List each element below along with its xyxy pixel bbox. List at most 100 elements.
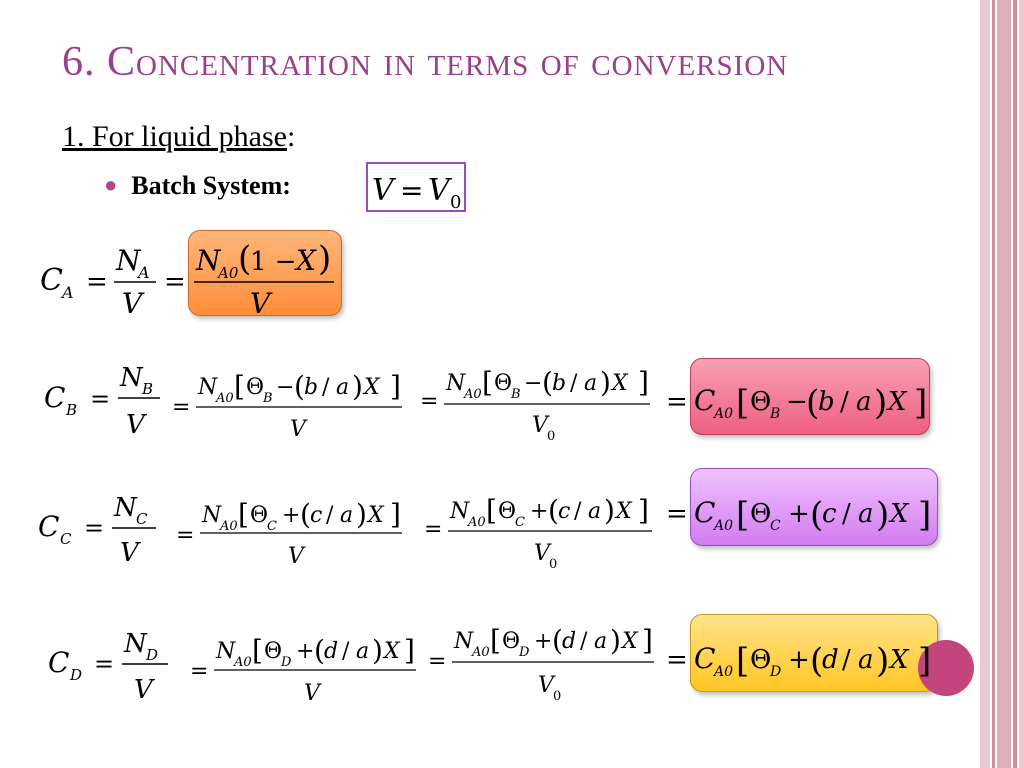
svg-text:Θ: Θ (750, 387, 771, 417)
svg-text:N: N (453, 629, 474, 654)
svg-text:V: V (372, 173, 397, 208)
svg-text:X: X (888, 645, 910, 675)
svg-text:C: C (770, 518, 781, 534)
svg-text:c: c (558, 499, 570, 524)
subheading-colon: : (287, 120, 296, 153)
svg-text:X: X (294, 244, 317, 277)
highlight-cd-result (690, 614, 938, 692)
svg-text:+: + (788, 499, 810, 529)
svg-text:): ) (600, 366, 611, 399)
svg-text:V: V (304, 681, 322, 706)
volume-condition: V = V 0 (372, 173, 461, 213)
svg-text:a: a (588, 499, 601, 524)
svg-text:B: B (141, 380, 153, 398)
svg-text:X: X (366, 503, 385, 528)
volume-condition-box (366, 162, 466, 212)
svg-text:X: X (886, 387, 908, 417)
svg-text:D: D (145, 646, 158, 664)
svg-text:B: B (65, 401, 77, 419)
svg-text:]: ] (390, 370, 401, 403)
svg-text:V: V (534, 541, 552, 566)
svg-text:(: ( (548, 494, 559, 527)
svg-text:+: + (530, 499, 548, 524)
svg-text:/: / (842, 499, 851, 529)
svg-text:(: ( (810, 495, 823, 535)
svg-text:A: A (136, 263, 150, 282)
svg-text:): ) (874, 383, 887, 423)
svg-text:[: [ (252, 634, 263, 667)
svg-text:d: d (822, 645, 839, 675)
svg-text:=: = (172, 395, 190, 420)
svg-text:a: a (584, 371, 597, 396)
svg-text:D: D (518, 645, 530, 660)
svg-text:c: c (310, 503, 322, 528)
svg-text:0: 0 (547, 429, 555, 444)
svg-text:[: [ (238, 498, 249, 531)
svg-text:A: A (60, 283, 74, 302)
svg-text:V: V (532, 413, 550, 438)
svg-text:[: [ (736, 383, 749, 423)
svg-text:): ) (318, 239, 331, 279)
svg-text:N: N (123, 629, 148, 659)
svg-text:N: N (201, 503, 222, 528)
svg-text:C: C (694, 496, 715, 529)
svg-text:/: / (840, 387, 849, 417)
svg-text:(: ( (238, 239, 251, 279)
equation-cb: C B = N B V = N A0 [ Θ B − ( b / a ) X ]… (44, 363, 927, 444)
svg-text:[: [ (736, 495, 749, 535)
svg-text:(: ( (806, 383, 819, 423)
svg-text:[: [ (736, 641, 749, 681)
svg-text:A0: A0 (471, 645, 490, 660)
svg-text:]: ] (390, 498, 401, 531)
svg-text:A0: A0 (233, 655, 252, 670)
svg-text:B: B (769, 406, 780, 422)
subheading-text: For liquid phase (92, 120, 287, 153)
svg-text:N: N (119, 363, 144, 393)
svg-text:Θ: Θ (250, 503, 268, 528)
subheading: 1. For liquid phase: (62, 120, 295, 154)
right-stripes (980, 0, 1024, 768)
svg-text:+: + (788, 645, 810, 675)
svg-text:[: [ (234, 370, 245, 403)
svg-text:0: 0 (549, 557, 557, 572)
svg-text:N: N (115, 244, 142, 277)
svg-text:−: − (786, 387, 808, 417)
svg-text:Θ: Θ (246, 375, 264, 400)
svg-text:=: = (424, 517, 442, 542)
svg-text:/: / (842, 645, 851, 675)
svg-text:A0: A0 (219, 519, 238, 534)
svg-text:Θ: Θ (498, 499, 516, 524)
svg-text:=: = (428, 649, 446, 674)
svg-text:−: − (276, 375, 294, 400)
equation-ca: C A = N A V = N A0 ( 1 − X ) V (40, 239, 334, 320)
svg-text:B: B (510, 387, 521, 402)
svg-text:X: X (382, 639, 401, 664)
svg-text:b: b (552, 371, 566, 396)
svg-text:]: ] (404, 634, 415, 667)
svg-text:a: a (336, 375, 349, 400)
svg-text:V: V (288, 544, 306, 569)
svg-text:]: ] (918, 495, 931, 535)
svg-text:/: / (322, 375, 330, 400)
svg-text:=: = (400, 174, 423, 207)
svg-text:): ) (876, 641, 889, 681)
svg-text:/: / (580, 629, 588, 654)
svg-text:(: ( (552, 624, 563, 657)
svg-text:=: = (90, 385, 110, 413)
svg-text:]: ] (638, 366, 649, 399)
svg-text:a: a (356, 639, 369, 664)
svg-text:0: 0 (553, 689, 561, 704)
svg-text:c: c (822, 499, 837, 529)
svg-text:N: N (197, 375, 218, 400)
svg-text:+: + (534, 629, 552, 654)
svg-text:/: / (574, 499, 582, 524)
svg-text:N: N (215, 639, 236, 664)
svg-text:a: a (856, 387, 872, 417)
svg-text:a: a (340, 503, 353, 528)
svg-text:(: ( (542, 366, 553, 399)
svg-text:=: = (190, 659, 208, 684)
highlight-ca-result (188, 230, 342, 316)
bullet-dot-icon: ● (104, 172, 118, 197)
svg-text:N: N (445, 371, 466, 396)
